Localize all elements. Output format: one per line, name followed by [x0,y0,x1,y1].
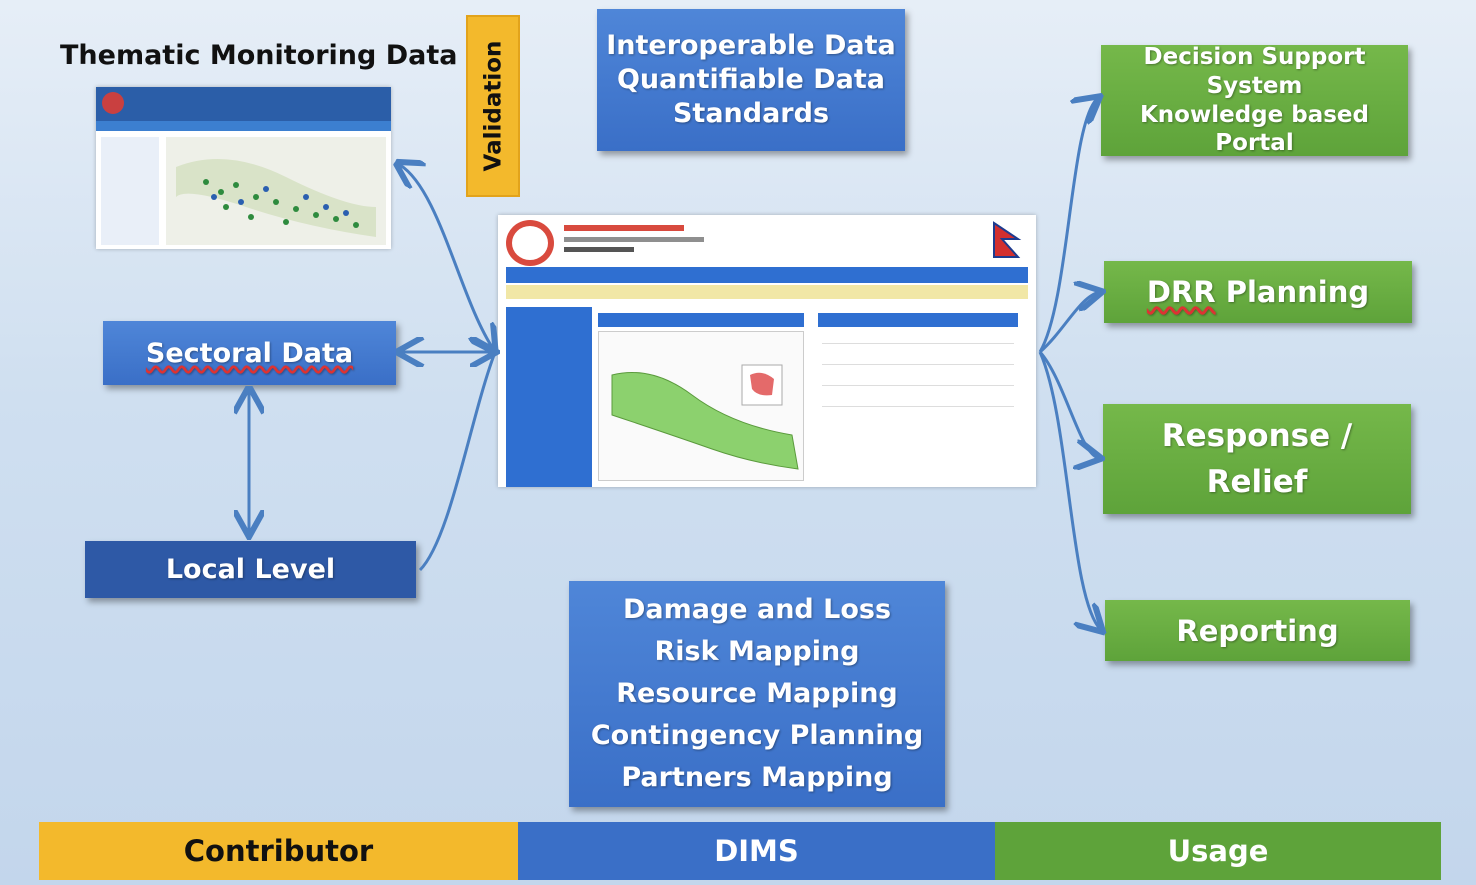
thematic-monitoring-screenshot [96,87,391,249]
drr-planning-box: DRR Planning [1104,261,1412,323]
dims-portal-screenshot [498,215,1036,487]
reporting-box: Reporting [1105,600,1410,661]
response-relief-box: Response / Relief [1103,404,1411,514]
thematic-monitoring-title: Thematic Monitoring Data [60,40,458,71]
decision-support-box: Decision Support System Knowledge based … [1101,44,1408,156]
dims-band: DIMS [518,822,995,880]
sectoral-data-box: Sectoral Data [103,321,396,385]
nepal-map [611,364,799,470]
map-markers [176,159,376,237]
nepal-flag-icon [993,221,1022,258]
local-level-box: Local Level [85,541,416,598]
contributor-band: Contributor [39,822,518,880]
dims-data-standards-box: Interoperable Data Quantifiable Data Sta… [597,9,905,151]
usage-band: Usage [995,822,1441,880]
dims-functions-box: Damage and Loss Risk Mapping Resource Ma… [569,581,945,807]
